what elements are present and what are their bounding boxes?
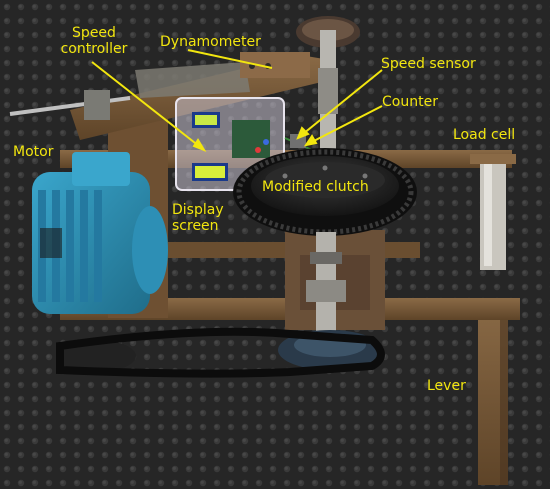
motor-body bbox=[32, 172, 150, 314]
controller-enclosure-edge bbox=[175, 97, 285, 191]
motor-pulley bbox=[56, 340, 136, 372]
rod-bracket bbox=[84, 90, 110, 120]
drive-belt bbox=[56, 327, 385, 378]
top-pulley-spring bbox=[318, 68, 338, 114]
shaft-coupling bbox=[306, 280, 346, 302]
lcd-bottom-screen bbox=[195, 166, 225, 178]
speed-sensor bbox=[290, 134, 306, 148]
lcd-top-screen bbox=[195, 115, 217, 125]
motor-junction-box bbox=[72, 152, 130, 186]
arrow-speed-controller bbox=[91, 61, 205, 151]
clutch-bolt-3 bbox=[362, 173, 368, 179]
modified-clutch-hub bbox=[265, 162, 385, 198]
led-blue bbox=[263, 139, 269, 145]
arrow-speed-sensor bbox=[297, 69, 383, 139]
arrow-dynamometer bbox=[187, 49, 273, 69]
motor-nameplate bbox=[40, 228, 62, 258]
load-cell-highlight bbox=[484, 164, 492, 266]
load-cell-bracket bbox=[470, 154, 516, 164]
lever-shadow bbox=[500, 300, 508, 485]
circuit-board bbox=[232, 120, 270, 158]
annotation-arrows bbox=[91, 49, 383, 153]
clutch-bolt-1 bbox=[282, 173, 288, 179]
led-red bbox=[255, 147, 261, 153]
motor-end-cap bbox=[132, 206, 168, 294]
arrow-counter bbox=[305, 105, 383, 146]
dynamometer-arm-bracket bbox=[135, 62, 250, 98]
clutch-bolt-2 bbox=[322, 165, 328, 171]
shaft-collar bbox=[310, 252, 342, 264]
load-cell bbox=[480, 160, 506, 270]
